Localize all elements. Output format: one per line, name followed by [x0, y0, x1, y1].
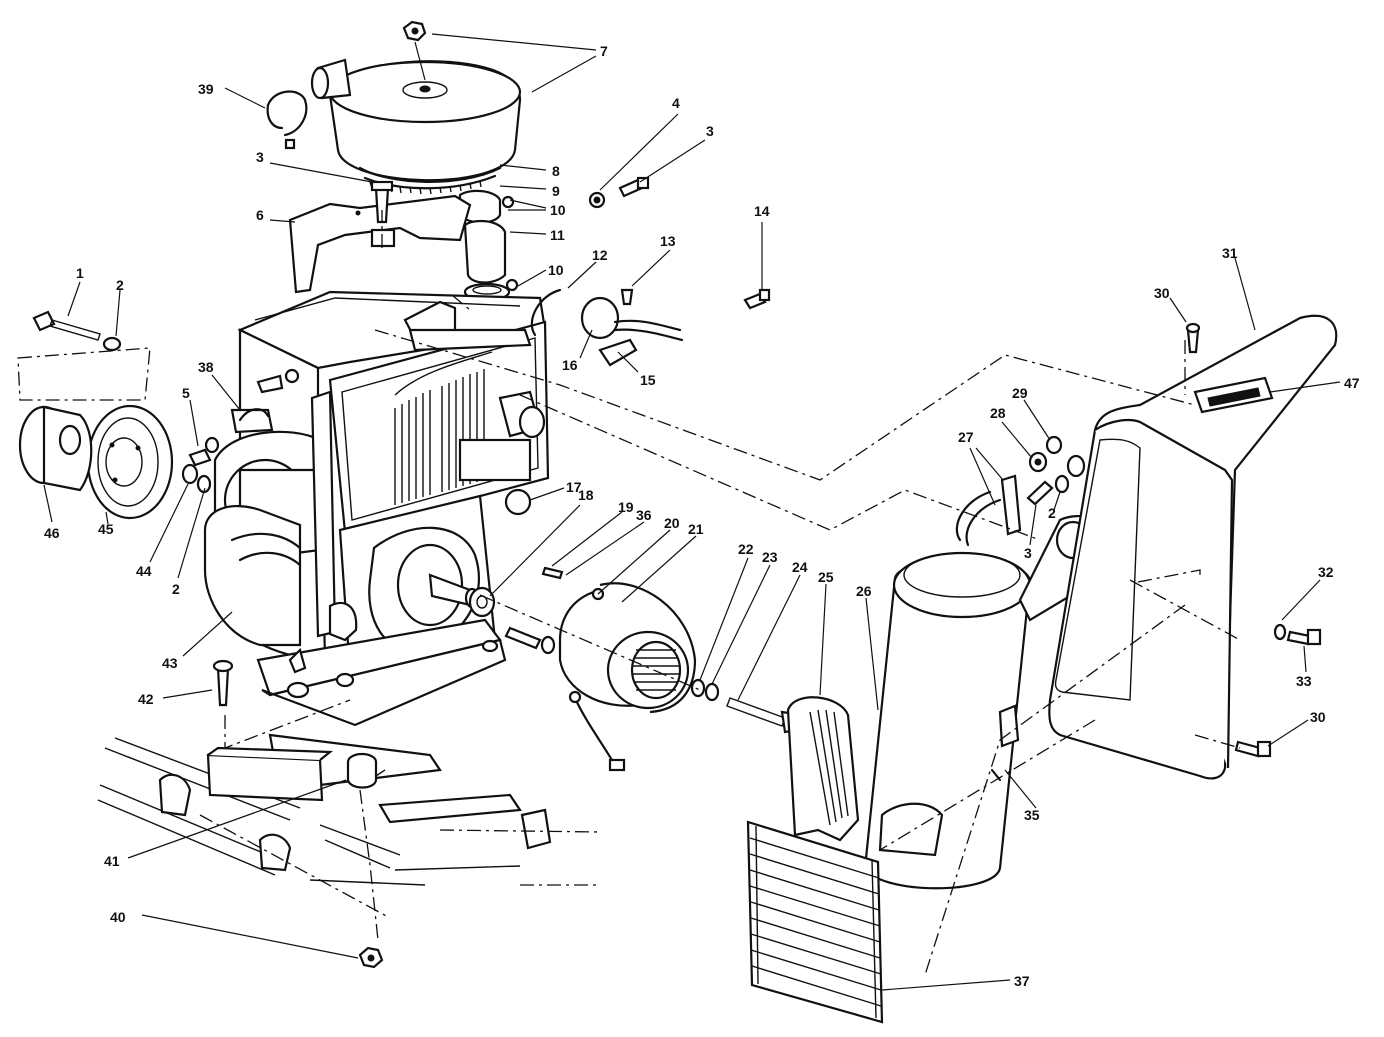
- callout-labels: 7 39 8 9 10 10 11 4 3 3 6 14 13 12 16 15…: [44, 43, 1360, 989]
- callout-2b: 2: [172, 581, 180, 597]
- callout-9: 9: [552, 183, 560, 199]
- washer-28-icon: [1028, 451, 1048, 473]
- nut-40-icon: [358, 946, 384, 969]
- callout-21: 21: [688, 521, 704, 537]
- callout-12: 12: [592, 247, 608, 263]
- callout-4: 4: [672, 95, 680, 111]
- bolt-33-icon: [1273, 623, 1322, 646]
- engine-block: [203, 290, 550, 727]
- bolt-5-icon: [188, 436, 220, 467]
- bolt-42-icon: [212, 659, 234, 707]
- callout-36: 36: [636, 507, 652, 523]
- callout-3b: 3: [256, 149, 264, 165]
- housing-31: [1048, 314, 1338, 780]
- callout-3a: 3: [706, 123, 714, 139]
- callout-37: 37: [1014, 973, 1030, 989]
- nut-29-icon: [1045, 435, 1063, 455]
- bolt-upper-icon: [256, 368, 300, 394]
- callout-6: 6: [256, 207, 264, 223]
- clamp-39-icon: [266, 90, 308, 150]
- bolt-36-icon: [504, 626, 556, 655]
- grille-37: [746, 820, 884, 1024]
- callout-22: 22: [738, 541, 754, 557]
- callout-33: 33: [1296, 673, 1312, 689]
- callout-7: 7: [600, 43, 608, 59]
- washer-22-icon: [690, 678, 720, 702]
- air-cleaner: [310, 58, 522, 195]
- bracket-27-icon: [955, 474, 1022, 547]
- belt-25: [786, 696, 860, 842]
- callout-44: 44: [136, 563, 152, 579]
- nut-4-icon: [588, 191, 606, 209]
- callout-23: 23: [762, 549, 778, 565]
- callout-8: 8: [552, 163, 560, 179]
- callout-20: 20: [664, 515, 680, 531]
- callout-18: 18: [578, 487, 594, 503]
- hub-46: [18, 405, 93, 492]
- callout-13: 13: [660, 233, 676, 249]
- frame-rails: [97, 733, 522, 886]
- callout-2a: 2: [116, 277, 124, 293]
- washer-18-icon: [468, 586, 496, 618]
- callout-17: 17: [566, 479, 582, 495]
- pulley-45: [86, 404, 174, 520]
- phantom-lines: [199, 210, 1241, 976]
- callout-11: 11: [550, 227, 565, 243]
- callout-28: 28: [990, 405, 1006, 421]
- callout-10a: 10: [550, 202, 566, 218]
- callout-1: 1: [76, 265, 84, 281]
- bolt-38-icon: [230, 408, 274, 434]
- bolt-30a-icon: [1185, 322, 1201, 354]
- clip-part-icon: [520, 808, 552, 850]
- bolt-30b-icon: [1234, 740, 1272, 758]
- callout-3c: 3: [1024, 545, 1032, 561]
- clip-17-icon: [504, 488, 532, 516]
- callout-42: 42: [138, 691, 154, 707]
- callout-43: 43: [162, 655, 178, 671]
- callout-40: 40: [110, 909, 126, 925]
- callout-27: 27: [958, 429, 974, 445]
- nut-7-icon: [402, 20, 427, 81]
- bolt-14-icon: [743, 288, 771, 310]
- callout-41: 41: [104, 853, 120, 869]
- callout-38: 38: [198, 359, 214, 375]
- callout-10b: 10: [548, 262, 564, 278]
- callout-15: 15: [640, 372, 656, 388]
- callout-25: 25: [818, 569, 834, 585]
- callout-19: 19: [618, 499, 634, 515]
- callout-45: 45: [98, 521, 114, 537]
- mount-41: [346, 752, 378, 789]
- callout-16: 16: [562, 357, 578, 373]
- callout-46: 46: [44, 525, 60, 541]
- callout-5: 5: [182, 385, 190, 401]
- leader-lines: [43, 33, 1341, 991]
- phantom-line-pulley: [17, 347, 151, 401]
- callout-35: 35: [1024, 807, 1040, 823]
- washer-2c-icon: [1054, 454, 1086, 494]
- key-19-icon: [541, 566, 564, 580]
- clutch-21: [558, 582, 697, 772]
- callout-14: 14: [754, 203, 770, 219]
- callout-24: 24: [792, 559, 808, 575]
- ignition-coil: [530, 288, 684, 342]
- bracket-6: [288, 180, 472, 294]
- callout-47: 47: [1344, 375, 1360, 391]
- callout-32: 32: [1318, 564, 1334, 580]
- callout-26: 26: [856, 583, 872, 599]
- washer-44-icon: [181, 463, 212, 494]
- callout-29: 29: [1012, 385, 1028, 401]
- callout-30b: 30: [1310, 709, 1326, 725]
- callout-30a: 30: [1154, 285, 1170, 301]
- bolt-3-icon: [618, 176, 650, 198]
- callout-31: 31: [1222, 245, 1238, 261]
- bolt-1-icon: [32, 310, 122, 352]
- bolt-3c-icon: [1026, 480, 1054, 506]
- callout-2c: 2: [1048, 505, 1056, 521]
- callout-39: 39: [198, 81, 214, 97]
